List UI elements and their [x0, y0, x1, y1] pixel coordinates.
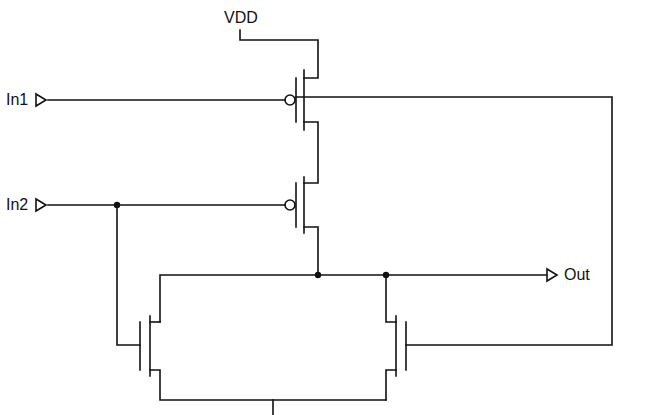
drain-wire — [150, 321, 160, 323]
in2-wire — [48, 204, 285, 206]
drain-wire — [386, 275, 396, 322]
port-arrow — [36, 199, 46, 211]
gate-bubble — [285, 95, 295, 105]
vdd-wire — [240, 30, 318, 78]
signal-name: In1 — [6, 92, 28, 108]
nmos-channel — [149, 316, 151, 376]
gate-bubble — [285, 200, 295, 210]
port-arrow — [36, 94, 46, 106]
junction-dot — [114, 202, 120, 208]
junction-dot — [383, 272, 389, 278]
ground-wire — [272, 400, 274, 415]
pmos-channel — [303, 177, 305, 233]
pmos-channel — [303, 70, 305, 130]
nmos-gate — [139, 322, 141, 370]
source-wire — [386, 370, 396, 400]
out-wire — [160, 275, 546, 322]
signal-name: In2 — [6, 197, 28, 213]
nmos-channel — [395, 316, 397, 376]
drain-wire — [304, 227, 318, 275]
junction-dot — [315, 272, 321, 278]
signal-name: Out — [564, 267, 590, 283]
nmos-gate — [405, 322, 407, 370]
supply-name: VDD — [224, 10, 258, 26]
in1-wire — [296, 97, 612, 345]
source-wire — [150, 370, 386, 400]
in2-wire — [117, 205, 140, 345]
in1-wire — [48, 99, 285, 101]
port-arrow — [547, 269, 557, 281]
drain-wire — [304, 122, 318, 183]
